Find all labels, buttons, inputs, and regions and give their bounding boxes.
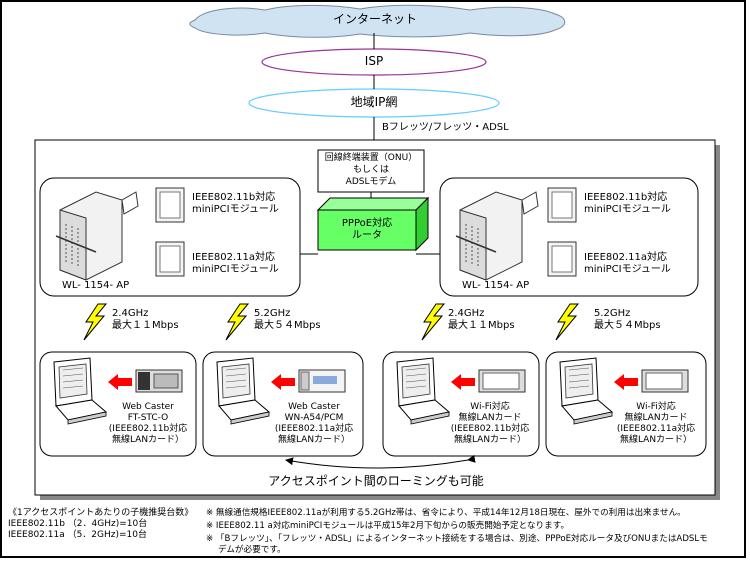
client-2-label: Web Caster WN-A54/PCM (IEEE802.11a対応 無線L… bbox=[266, 402, 362, 446]
note-2: ※ IEEE802.11 a対応miniPCIモジュールは平成15年2月下旬から… bbox=[206, 521, 570, 531]
client-1-line1: Web Caster bbox=[122, 402, 174, 412]
ap2-model: WL- 1154- AP bbox=[462, 280, 530, 291]
note-1: ※ 無線通信規格IEEE802.11aが利用する5.2GHz帯は、省令により、平… bbox=[206, 508, 686, 518]
ap2-module-a-line1: IEEE802.11a対応 bbox=[584, 252, 668, 263]
access-point-device-1 bbox=[55, 191, 139, 281]
ap1-module-a: IEEE802.11a対応 miniPCIモジュール bbox=[192, 252, 279, 276]
ap1-model: WL- 1154- AP bbox=[62, 280, 130, 291]
ap1-module-a-line2: miniPCIモジュール bbox=[192, 264, 279, 275]
ap1-module-a-line1: IEEE802.11a対応 bbox=[192, 252, 276, 263]
module-b-card-1 bbox=[155, 187, 185, 223]
notes-left-b: IEEE802.11b （2．4GHz)=10台 bbox=[8, 519, 148, 529]
access-line-label: Bフレッツ/フレッツ・ADSL bbox=[382, 122, 509, 133]
notes-right: ※ 無線通信規格IEEE802.11aが利用する5.2GHz帯は、省令により、平… bbox=[206, 508, 708, 556]
wireless-card-icon-3 bbox=[478, 369, 526, 393]
note-3b: デムが必要です。 bbox=[218, 545, 286, 555]
insert-arrow-icon-3 bbox=[451, 374, 475, 390]
link-3-speed: 最大１１Mbps bbox=[448, 320, 515, 331]
lightning-icon-4 bbox=[555, 303, 580, 341]
client-2-line2: WN-A54/PCM bbox=[284, 413, 344, 423]
insert-arrow-icon-2 bbox=[271, 374, 295, 390]
router-line-1: PPPoE対応 bbox=[341, 218, 393, 229]
regional-ip-label: 地域IP網 bbox=[350, 95, 398, 109]
notes-left: 《1アクセスポイントあたりの子機推奨台数》 IEEE802.11b （2．4GH… bbox=[8, 508, 193, 541]
router-label: PPPoE対応 ルータ bbox=[318, 218, 416, 242]
client-3-label: Wi-Fi対応 無線LANカード (IEEE802.11b対応 無線LANカード… bbox=[442, 402, 538, 446]
laptop-icon-3 bbox=[396, 357, 451, 425]
client-3-line1: Wi-Fi対応 bbox=[470, 402, 510, 412]
client-4-line4: 無線LANカード） bbox=[619, 435, 693, 445]
lightning-icon-2 bbox=[225, 303, 250, 341]
link-2-speed: 最大５４Mbps bbox=[254, 320, 321, 331]
ap2-module-b-line1: IEEE802.11b対応 bbox=[584, 192, 668, 203]
module-a-card-2 bbox=[547, 241, 577, 277]
client-3-line2: 無線LANカード bbox=[458, 413, 522, 423]
ap1-module-b-line2: miniPCIモジュール bbox=[192, 204, 279, 215]
client-4-line1: Wi-Fi対応 bbox=[636, 402, 676, 412]
link-3: 2.4GHz 最大１１Mbps bbox=[448, 308, 515, 332]
ap2-module-a-line2: miniPCIモジュール bbox=[584, 264, 671, 275]
laptop-icon-1 bbox=[53, 357, 108, 425]
link-2: 5.2GHz 最大５４Mbps bbox=[254, 308, 321, 332]
router-line-2: ルータ bbox=[352, 230, 382, 241]
notes-left-a: IEEE802.11a （5．2GHz)=10台 bbox=[8, 530, 148, 540]
isp-label: ISP bbox=[364, 54, 384, 68]
note-3a: ※ 「Bフレッツ」、「フレッツ・ADSL」によるインターネット接続をする場合は、… bbox=[206, 534, 708, 544]
onu-label: 回線終端装置（ONU） もしくは ADSLモデム bbox=[318, 152, 424, 188]
roaming-arrow bbox=[285, 454, 476, 469]
client-2-line4: 無線LANカード） bbox=[277, 435, 351, 445]
notes-left-title: 《1アクセスポイントあたりの子機推奨台数》 bbox=[8, 508, 194, 518]
client-1-line4: 無線LANカード） bbox=[111, 435, 185, 445]
link-3-band: 2.4GHz bbox=[448, 308, 485, 319]
wireless-card-icon-1 bbox=[135, 369, 183, 393]
internet-label: インターネット bbox=[332, 12, 417, 26]
client-1-line3: (IEEE802.11b対応 bbox=[108, 424, 188, 434]
link-1-speed: 最大１１Mbps bbox=[112, 320, 179, 331]
link-4-band: 5.2GHz bbox=[594, 308, 631, 319]
link-1-band: 2.4GHz bbox=[112, 308, 149, 319]
link-2-band: 5.2GHz bbox=[254, 308, 291, 319]
roaming-label: アクセスポイント間のローミングも可能 bbox=[268, 474, 484, 488]
client-2-line3: (IEEE802.11a対応 bbox=[274, 424, 354, 434]
client-4-line2: 無線LANカード bbox=[624, 413, 688, 423]
client-4-line3: (IEEE802.11a対応 bbox=[616, 424, 696, 434]
client-2-line1: Web Caster bbox=[288, 402, 340, 412]
access-point-device-2 bbox=[455, 191, 539, 281]
wireless-card-icon-2 bbox=[298, 369, 346, 393]
internet-cloud bbox=[189, 4, 566, 38]
laptop-icon-2 bbox=[216, 357, 271, 425]
onu-line-1: 回線終端装置（ONU） bbox=[324, 153, 418, 163]
link-1: 2.4GHz 最大１１Mbps bbox=[112, 308, 179, 332]
onu-line-2: もしくは bbox=[352, 165, 389, 175]
module-b-card-2 bbox=[547, 187, 577, 223]
insert-arrow-icon-1 bbox=[108, 374, 132, 390]
lightning-icon-1 bbox=[83, 303, 108, 341]
ap2-module-b: IEEE802.11b対応 miniPCIモジュール bbox=[584, 192, 671, 216]
ap1-module-b: IEEE802.11b対応 miniPCIモジュール bbox=[192, 192, 279, 216]
module-a-card-1 bbox=[155, 241, 185, 277]
link-4: 5.2GHz 最大５４Mbps bbox=[594, 308, 661, 332]
insert-arrow-icon-4 bbox=[614, 374, 638, 390]
onu-line-3: ADSLモデム bbox=[345, 177, 397, 187]
lightning-icon-3 bbox=[421, 303, 446, 341]
link-4-speed: 最大５４Mbps bbox=[594, 320, 661, 331]
client-1-label: Web Caster FT-STC-O (IEEE802.11b対応 無線LAN… bbox=[100, 402, 196, 446]
client-4-label: Wi-Fi対応 無線LANカード (IEEE802.11a対応 無線LANカード… bbox=[608, 402, 704, 446]
ap2-module-b-line2: miniPCIモジュール bbox=[584, 204, 671, 215]
client-3-line4: 無線LANカード） bbox=[453, 435, 527, 445]
client-3-line3: (IEEE802.11b対応 bbox=[450, 424, 530, 434]
ap1-module-b-line1: IEEE802.11b対応 bbox=[192, 192, 276, 203]
laptop-icon-4 bbox=[559, 357, 614, 425]
ap2-module-a: IEEE802.11a対応 miniPCIモジュール bbox=[584, 252, 671, 276]
client-1-line2: FT-STC-O bbox=[127, 413, 169, 423]
router-box bbox=[316, 196, 430, 252]
wireless-card-icon-4 bbox=[641, 369, 689, 393]
